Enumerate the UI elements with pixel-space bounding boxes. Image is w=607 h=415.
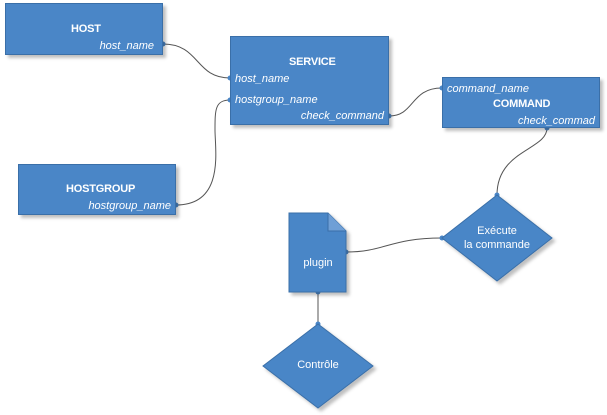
hostgroup-entity: HOSTGROUP hostgroup_name: [18, 164, 176, 215]
connector-execute-plugin: [345, 237, 443, 253]
host-field-host-name: host_name: [99, 40, 154, 52]
plugin-fold: [327, 213, 346, 232]
connector-service-command: [388, 87, 443, 117]
host-entity: HOST host_name: [5, 3, 163, 55]
plugin-label: plugin: [303, 257, 333, 269]
service-title: SERVICE: [289, 56, 336, 68]
connector-host-service: [162, 43, 231, 79]
execute-label: Exécute la commande: [452, 224, 542, 252]
control-label: Contrôle: [297, 359, 339, 371]
command-entity: command_name COMMAND check_commad: [442, 77, 600, 128]
execute-label-line1: Exécute: [477, 225, 517, 237]
command-field-command-name: command_name: [447, 83, 529, 95]
host-title: HOST: [71, 23, 101, 35]
service-entity: SERVICE host_name hostgroup_name check_c…: [230, 36, 389, 125]
service-field-check-command: check_command: [300, 110, 384, 122]
connector-command-execute: [496, 127, 548, 196]
execute-label-line2: la commande: [463, 239, 531, 251]
hostgroup-title: HOSTGROUP: [66, 183, 136, 195]
service-field-host-name: host_name: [235, 73, 290, 85]
control-decision-shape: [262, 323, 374, 409]
execute-decision-shape: [441, 194, 553, 282]
hostgroup-field-hostgroup-name: hostgroup_name: [88, 200, 171, 212]
plugin-document-shape: [288, 212, 347, 293]
service-field-hostgroup-name: hostgroup_name: [235, 94, 318, 106]
command-title: COMMAND: [493, 98, 551, 110]
command-field-check-commad: check_commad: [517, 115, 595, 127]
connector-hostgroup-service: [175, 99, 231, 206]
